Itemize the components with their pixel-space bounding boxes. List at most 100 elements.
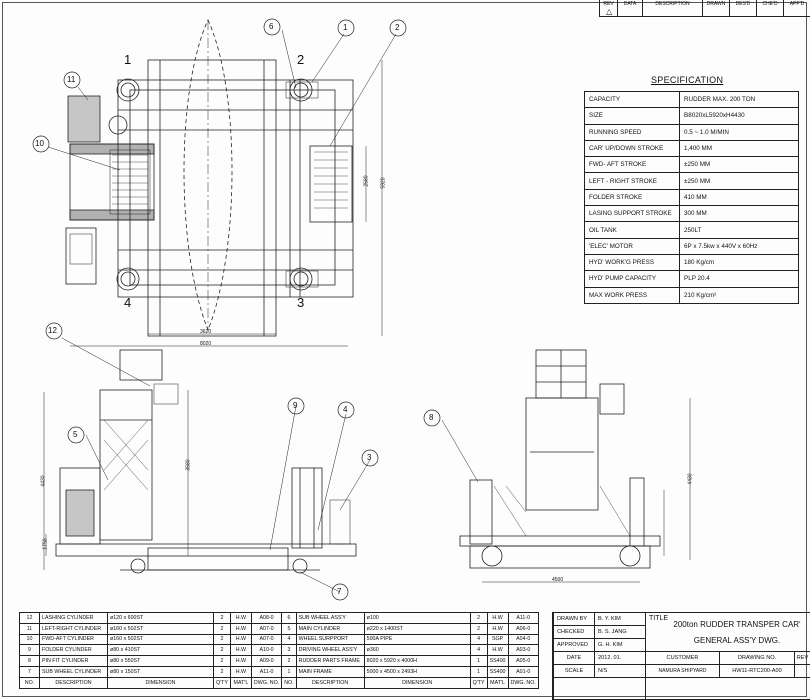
part-no: 5: [281, 622, 297, 635]
balloon-2: 2: [395, 23, 400, 32]
corner-label-3: 3: [297, 295, 305, 310]
spec-value: 410 MM: [679, 188, 799, 207]
spec-value: 300 MM: [679, 205, 799, 223]
part-no: 2: [281, 655, 297, 667]
spec-label: FOLDER STROKE: [584, 188, 680, 207]
part-no: 8: [19, 655, 40, 667]
customer-value: NAMURA SHIPYARD: [645, 664, 720, 678]
specification-title: SPECIFICATION: [651, 75, 724, 85]
balloon-10: 10: [35, 139, 44, 148]
part-qty: 4: [469, 644, 488, 657]
balloon-6: 6: [269, 22, 274, 31]
part-qty: 2: [213, 612, 231, 624]
part-description: RUDDER PARTS FRAME: [295, 655, 365, 667]
spec-label: FWD- AFT STROKE: [584, 156, 680, 174]
side-elevation: [441, 349, 691, 583]
part-dimension: 5000 x 4500 x 2493H: [363, 665, 471, 678]
part-dimension: ø80 x 150ST: [107, 665, 214, 678]
balloon-7: 7: [337, 587, 342, 596]
approved-value: G. H. KIM: [594, 638, 646, 652]
blank-title-cell: [645, 677, 810, 700]
part-dimension: ø120 x 600ST: [107, 612, 214, 624]
part-description: FWD-AFT CYLINDER: [39, 633, 108, 646]
part-dimension: ø100: [363, 612, 471, 624]
part-dwg-no: A04-0: [507, 633, 539, 646]
parts-header: MAT'L: [229, 676, 252, 689]
front-elevation: [43, 337, 371, 593]
checked-value: B. S. JANG: [594, 625, 646, 639]
part-material: H.W: [229, 655, 252, 667]
parts-header: NO.: [281, 676, 297, 689]
dim-elev-left: 4430: [40, 475, 47, 487]
spec-row: LEFT - RIGHT STROKE±250 MM: [584, 172, 799, 190]
part-no: 6: [281, 612, 297, 624]
part-qty: 4: [469, 633, 488, 646]
corner-label-2: 2: [297, 52, 305, 67]
part-description: MAIN FRAME: [295, 665, 365, 678]
dim-plan-side: 2580: [363, 175, 370, 187]
part-material: H.W: [486, 644, 509, 657]
part-dwg-no: A09-0: [250, 655, 283, 667]
part-dimension: ø160 x 502ST: [107, 622, 214, 635]
dim-plan-width: 8020: [200, 341, 212, 347]
rev-header: APP'D: [784, 0, 810, 16]
part-no: 10: [19, 633, 40, 646]
part-qty: 2: [213, 644, 231, 657]
revision-block: REV DATA DESCRIPTION DRAWN DES'D CHE'D A…: [599, 0, 810, 17]
customer-label: CUSTOMER: [645, 651, 720, 665]
title-box: TITLE: [645, 612, 810, 652]
balloons: [32, 18, 441, 601]
part-material: H.W: [229, 644, 252, 657]
part-dwg-no: A06-0: [507, 622, 539, 635]
drawing-title-line2: GENERAL ASS'Y DWG.: [693, 636, 781, 645]
spec-label: CAR' UP/DOWN STROKE: [584, 139, 680, 158]
drawn-by-value: B. Y. KIM: [594, 612, 646, 626]
dim-side-height: 4430: [687, 473, 694, 485]
part-description: DRIVING WHEEL ASS'Y: [295, 644, 365, 657]
part-qty: 1: [469, 665, 488, 678]
part-material: H.W: [486, 612, 509, 624]
spec-label: RUNNING SPEED: [584, 123, 680, 141]
parts-header: DIMENSION: [363, 676, 471, 689]
part-qty: 2: [213, 665, 231, 678]
spec-label: 'ELEC' MOTOR: [584, 237, 680, 255]
balloon-4: 4: [343, 405, 348, 414]
corner-label-1: 1: [124, 52, 132, 67]
title-label: TITLE: [649, 615, 669, 622]
part-qty: 2: [469, 612, 488, 624]
parts-header: DWG. NO.: [507, 676, 539, 689]
corner-label-4: 4: [124, 295, 132, 310]
part-dwg-no: A01-0: [507, 665, 539, 678]
part-dwg-no: A03-0: [507, 644, 539, 657]
part-no: 4: [281, 633, 297, 646]
part-material: SS400: [486, 655, 509, 667]
part-material: H.W: [486, 622, 509, 635]
part-qty: 2: [213, 633, 231, 646]
spec-label: MAX WORK PRESS: [584, 286, 680, 304]
title-block: DRAWN BY B. Y. KIM CHECKED B. S. JANG AP…: [552, 612, 810, 700]
part-dwg-no: A11-0: [250, 665, 283, 678]
spec-value: 250LT: [679, 221, 799, 239]
part-dwg-no: A05-0: [507, 655, 539, 667]
part-no: 12: [19, 612, 40, 624]
plan-view: [47, 19, 397, 347]
balloon-11: 11: [67, 75, 76, 84]
part-material: SS400: [486, 665, 509, 678]
part-dimension: 8020 x 5920 x 4000H: [363, 655, 471, 667]
part-dwg-no: A10-0: [250, 644, 283, 657]
part-dimension: ø80 x 550ST: [107, 655, 214, 667]
part-description: WHEEL SURPPORT: [295, 633, 365, 646]
parts-header: DWG. NO.: [250, 676, 283, 689]
drawing-no-label: DRAWING NO.: [719, 651, 795, 665]
